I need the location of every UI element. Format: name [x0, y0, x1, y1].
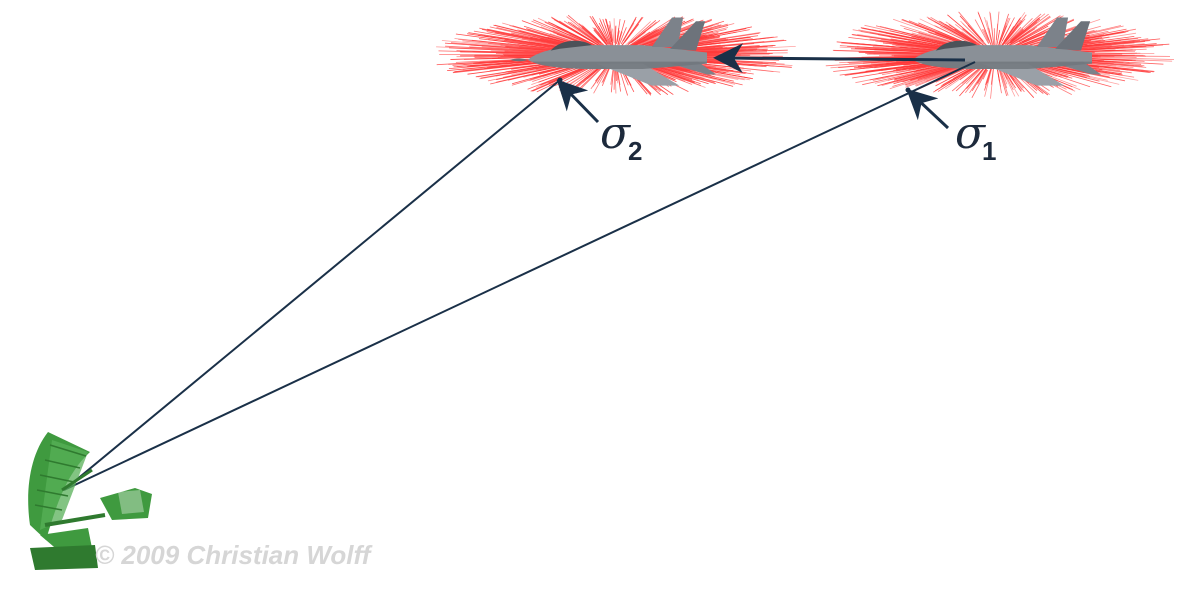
- reflection-point-1: [906, 88, 911, 93]
- flight-direction-arrow: [725, 58, 965, 60]
- sigma-1-label: σ 1: [955, 108, 996, 166]
- sigma-1-pointer-arrow: [915, 97, 948, 128]
- sigma-2-pointer-arrow: [565, 88, 598, 122]
- sigma-2-subscript: 2: [628, 136, 642, 166]
- copyright-text: © 2009 Christian Wolff: [95, 540, 373, 570]
- sigma-1-subscript: 1: [982, 136, 996, 166]
- radar-sight-line-2: [64, 80, 560, 490]
- sigma-2-label: σ 2: [600, 108, 642, 166]
- reflection-point-2: [558, 78, 563, 83]
- radar-sight-line-1: [64, 62, 975, 490]
